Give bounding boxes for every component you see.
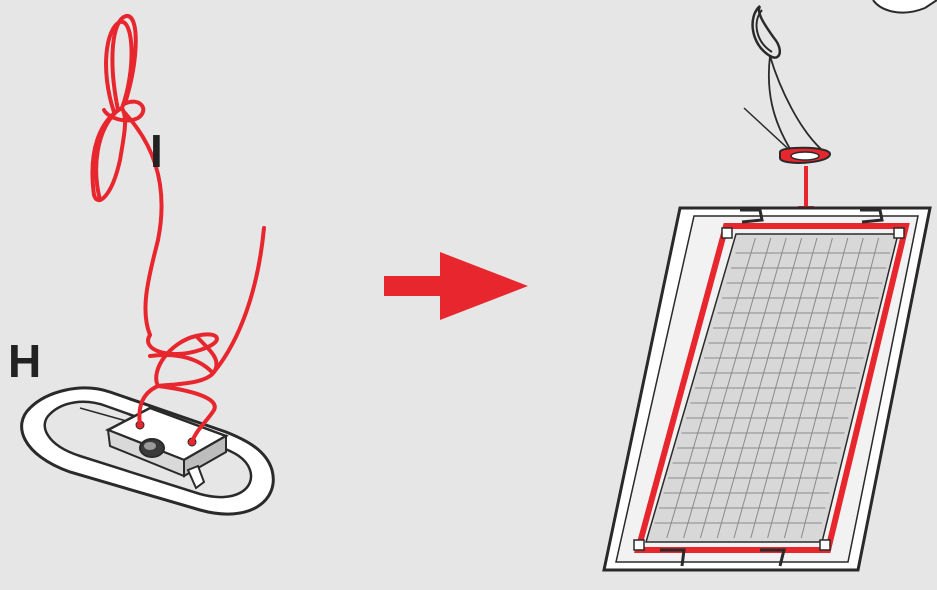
tool-attachment-icon — [744, 0, 937, 222]
hook-tool-icon — [22, 388, 274, 514]
thread-loop-icon — [92, 16, 264, 442]
direction-arrow-icon — [384, 252, 528, 320]
thread-loop-label: I — [150, 128, 163, 174]
hook-tool-label: H — [8, 338, 41, 384]
embroidery-hoop-icon — [604, 208, 930, 570]
